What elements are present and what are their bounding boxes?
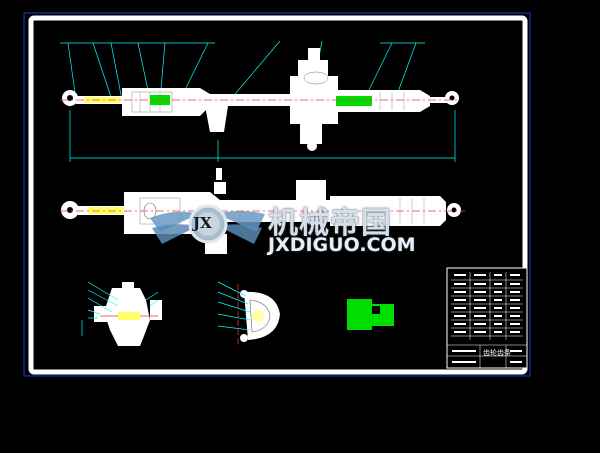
watermark-logo-letters: JX bbox=[193, 214, 212, 232]
section-a-view bbox=[81, 281, 162, 346]
title-block-name: 齿轮齿条 bbox=[483, 348, 511, 357]
green-detail-slot bbox=[372, 306, 380, 314]
watermark-logo bbox=[150, 204, 265, 244]
watermark-brand: 机械帝国 bbox=[268, 206, 392, 241]
watermark-url: JXDIGUO.COM bbox=[268, 234, 416, 256]
green-detail-part bbox=[347, 299, 394, 330]
section-b-view bbox=[217, 281, 280, 344]
outer-frame bbox=[23, 12, 531, 377]
sheet-border bbox=[28, 15, 528, 375]
front-view bbox=[60, 40, 460, 162]
title-block: 齿轮齿条 bbox=[446, 267, 528, 369]
